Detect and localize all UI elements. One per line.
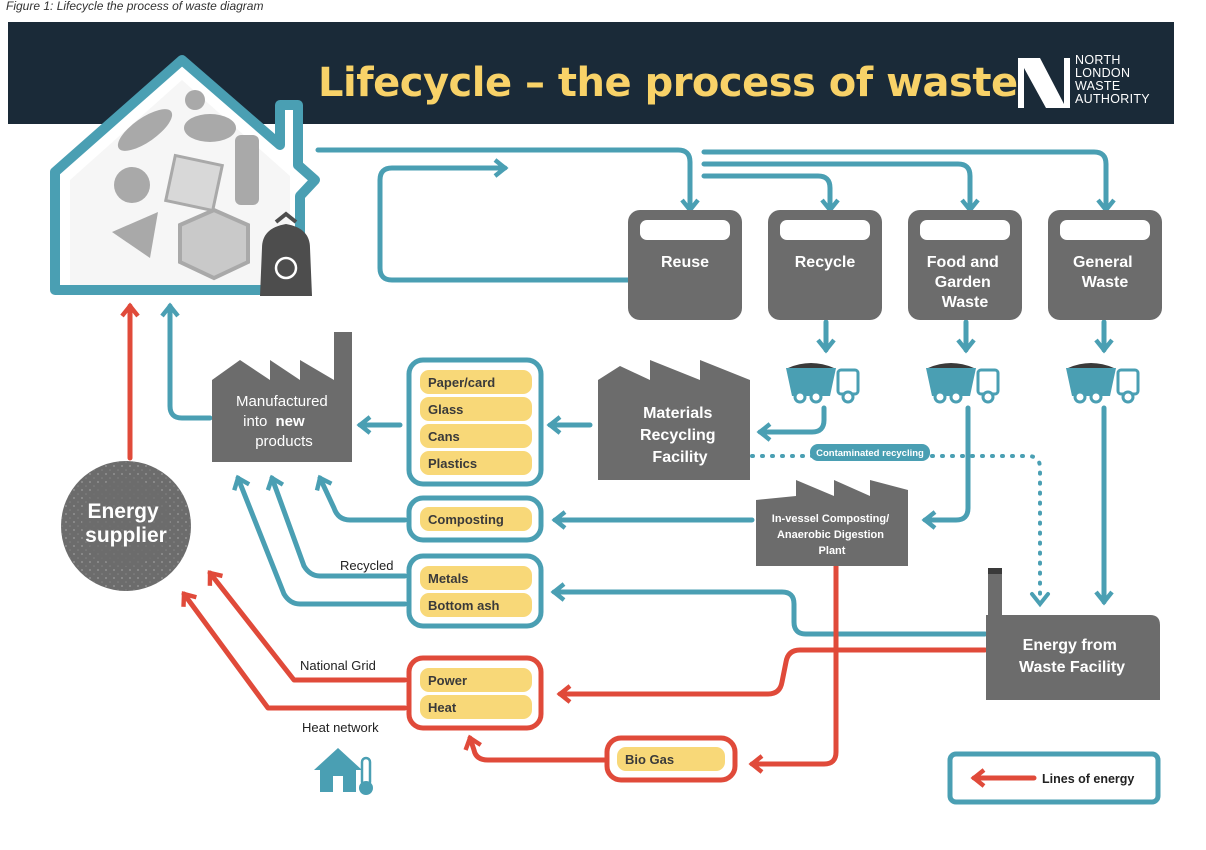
page-title: Lifecycle – the process of waste xyxy=(318,60,1018,106)
contaminated-label: Contaminated recycling xyxy=(816,448,924,459)
legend: Lines of energy xyxy=(947,751,1161,805)
svg-text:Materials Recycling: Materials Recycling Facility xyxy=(640,405,720,466)
manufacturing-factory: Manufactured into new products xyxy=(212,332,352,462)
svg-text:Energy from Waste Facili: Energy from Waste Facility xyxy=(1019,637,1125,676)
material-paper: Paper/card xyxy=(428,375,495,390)
biogas-box: Bio Gas xyxy=(604,735,738,783)
heat-network-label: Heat network xyxy=(302,720,379,735)
energy-supplier: Energy supplier xyxy=(61,461,191,591)
svg-text:Power Heat: Power Heat xyxy=(428,673,471,715)
truck-icon xyxy=(786,363,860,404)
bin-bag-icon xyxy=(260,224,312,296)
composting-plant: In-vessel Composting/ Anaerobic Digestio… xyxy=(756,480,908,566)
recycled-label: Recycled xyxy=(340,558,393,573)
energy-box: Power Heat xyxy=(406,655,544,731)
bin-food-garden: Food and Garden Waste xyxy=(908,210,1022,320)
box-icon xyxy=(178,207,250,281)
svg-text:Reuse: Reuse xyxy=(661,254,709,271)
svg-text:Paper/card Glass C: Paper/card Glass Cans Plastics xyxy=(428,375,499,471)
truck-icon xyxy=(926,363,1000,404)
bin-general-waste: General Waste xyxy=(1048,210,1162,320)
svg-text:General Waste: General Waste xyxy=(1073,254,1137,291)
bin-reuse: Reuse xyxy=(628,210,742,320)
nlwa-logo xyxy=(1018,58,1070,108)
svg-text:Manufactured into: Manufactured into new products xyxy=(236,393,332,450)
energy-lines xyxy=(120,302,988,774)
duck-icon xyxy=(184,114,236,142)
contaminated-recycling-line: Contaminated recycling xyxy=(750,444,1050,608)
bottle-icon xyxy=(235,135,259,205)
truck-icon xyxy=(1066,363,1140,404)
bin-recycle: Recycle xyxy=(768,210,882,320)
pizza-icon xyxy=(112,212,158,258)
bread-icon xyxy=(117,109,173,151)
contaminated-badge xyxy=(810,444,930,461)
teal-flow-lines xyxy=(160,147,1116,637)
figure-caption: Figure 1: Lifecycle the process of waste… xyxy=(6,0,264,13)
materials-group: Paper/card Glass Cans Plastics xyxy=(406,357,544,487)
paper-icon xyxy=(163,153,225,213)
house-icon xyxy=(50,55,320,296)
material-glass: Glass xyxy=(428,402,463,417)
svg-text:In-vessel Composting/ An: In-vessel Composting/ Anaerobic Digestio… xyxy=(772,513,892,557)
svg-text:Recycle: Recycle xyxy=(795,254,856,271)
energy-from-waste-facility: Energy from Waste Facility xyxy=(986,568,1160,700)
svg-text:Bio Gas: Bio Gas xyxy=(625,752,674,767)
svg-text:Food and Garden Wa: Food and Garden Waste xyxy=(927,254,1003,311)
svg-text:Energy supplier: Energy supplier xyxy=(85,500,167,547)
material-plastics: Plastics xyxy=(428,456,477,471)
legend-label: Lines of energy xyxy=(1042,772,1134,786)
composting-box: Composting xyxy=(406,495,544,543)
logo-n-icon xyxy=(1018,58,1070,108)
apple-icon xyxy=(114,167,150,203)
recycle-icon xyxy=(274,256,298,280)
svg-text:Composting: Composting xyxy=(428,512,504,527)
recycled-box: Metals Bottom ash xyxy=(406,553,544,629)
svg-text:Metals Bottom ash: Metals Bottom ash xyxy=(428,571,500,613)
materials-recycling-facility: Materials Recycling Facility xyxy=(598,360,750,480)
heat-network-house-icon xyxy=(314,748,373,795)
national-grid-label: National Grid xyxy=(300,658,376,673)
logo-text: NORTH LONDON WASTE AUTHORITY xyxy=(1075,53,1150,106)
material-cans: Cans xyxy=(428,429,460,444)
